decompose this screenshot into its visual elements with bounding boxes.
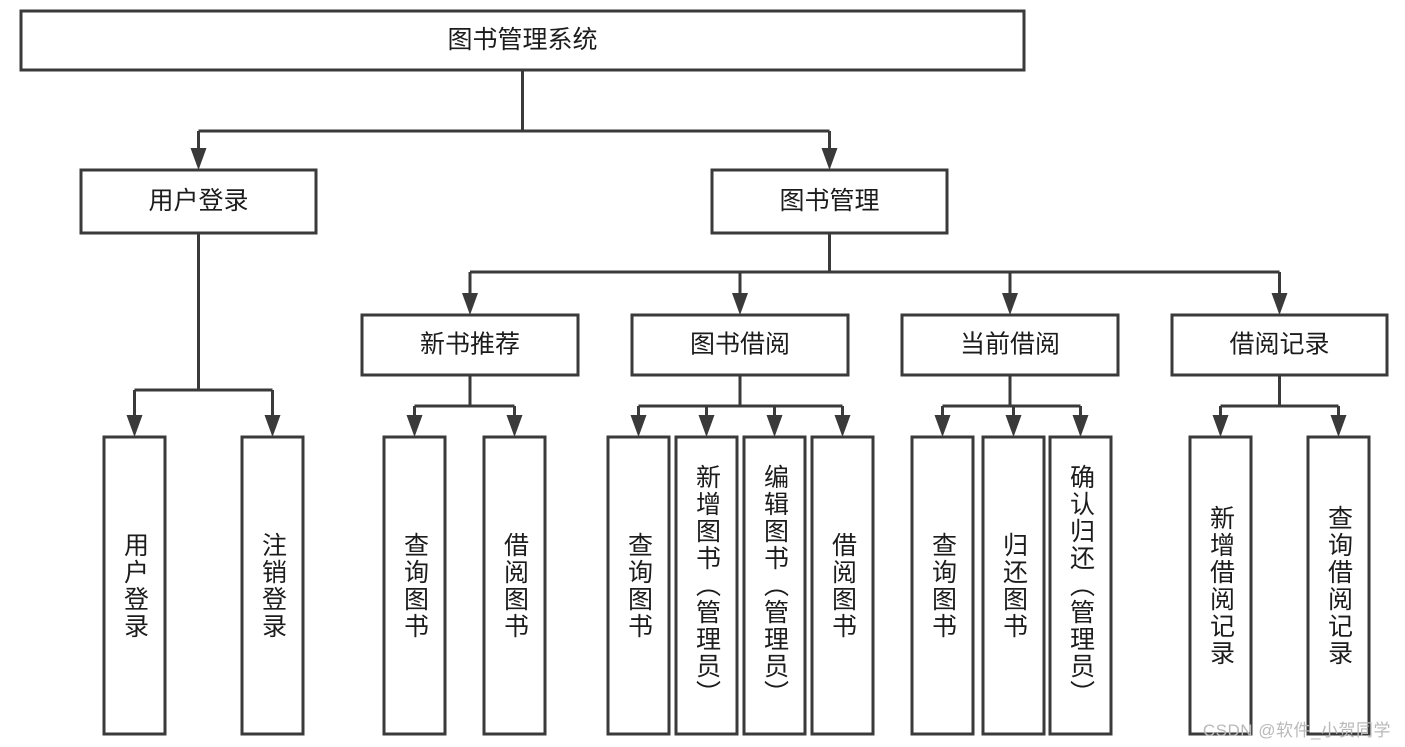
leafgroup-2-arrow-1 [698,415,715,437]
book-mgmt-to-level3-arrow-1 [732,293,748,315]
node-leaf-3[interactable] [482,435,547,736]
leafgroup-2-arrow-0 [630,415,647,437]
book-mgmt-to-level3-arrow-3 [1271,293,1288,315]
leafgroup-2-arrow-2 [766,415,783,437]
node-leaf-10[interactable] [1048,435,1113,736]
node-level3-2[interactable] [900,313,1120,377]
node-level2-label-1: 图书管理 [779,187,879,215]
leafgroup-0-arrow-1 [264,415,281,437]
leafgroup-4-arrow-1 [1330,415,1347,437]
node-level3-label-3: 借阅记录 [1229,331,1329,359]
watermark: CSDN @软件_小贺同学 [1202,721,1391,740]
node-leaf-8[interactable] [910,435,975,736]
node-level3-0[interactable] [360,313,580,377]
node-level2-label-0: 用户登录 [148,187,248,215]
node-level3-label-2: 当前借阅 [960,331,1060,359]
book-mgmt-to-level3-arrow-0 [462,293,478,315]
root-to-level2-arrow-0 [190,148,207,170]
node-level2-0[interactable] [79,168,318,235]
node-leaf-12[interactable] [1306,435,1371,736]
node-level3-label-0: 新书推荐 [420,331,520,359]
node-root-图书管理系统[interactable] [19,9,1026,72]
node-level3-3[interactable] [1170,313,1389,377]
leafgroup-3-arrow-1 [1005,415,1022,437]
node-level3-1[interactable] [630,313,850,377]
node-level3-label-1: 图书借阅 [690,331,790,359]
node-leaf-2[interactable] [382,435,447,736]
leafgroup-3-arrow-2 [1072,415,1089,437]
leafgroup-2-arrow-3 [834,415,851,437]
node-leaf-4[interactable] [606,435,671,736]
node-leaf-6[interactable] [742,435,807,736]
node-root-label: 图书管理系统 [447,26,597,54]
node-leaf-1[interactable] [240,435,305,736]
node-leaf-7[interactable] [810,435,875,736]
leafgroup-1-arrow-0 [406,415,423,437]
leafgroup-4-arrow-0 [1212,415,1229,437]
book-mgmt-to-level3-arrow-2 [1002,293,1018,315]
leafgroup-0-arrow-0 [126,415,143,437]
root-to-level2-arrow-1 [821,148,838,170]
node-leaf-5[interactable] [674,435,739,736]
node-leaf-9[interactable] [981,435,1046,736]
leafgroup-3-arrow-0 [934,415,951,437]
node-leaf-11[interactable] [1188,435,1253,736]
node-level2-1[interactable] [710,168,949,235]
leafgroup-1-arrow-1 [506,415,523,437]
connector-layer [126,70,1347,437]
node-leaf-0[interactable] [102,435,167,736]
